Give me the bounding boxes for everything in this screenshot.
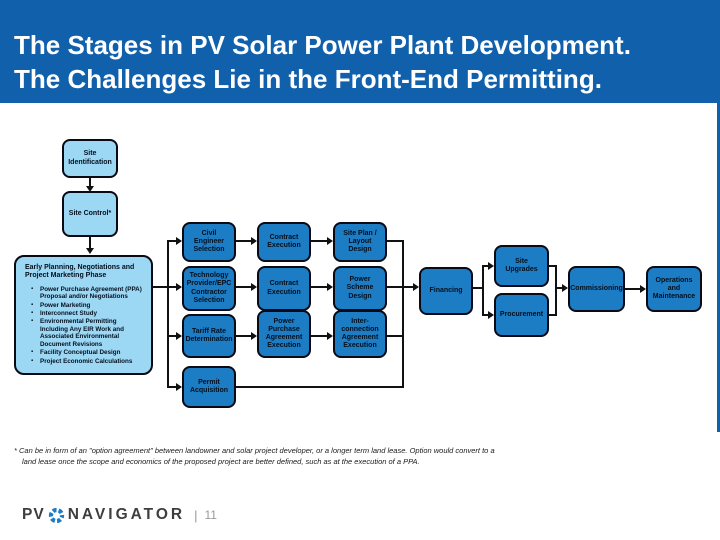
connector-line [625,288,641,290]
bullet-item: Interconnect Study [31,310,146,318]
connector-line [387,335,404,337]
connector-line [311,286,328,288]
page-number: 11 [204,508,217,522]
bullet-item: Facility Conceptual Design [31,349,146,357]
connector-line [549,265,557,267]
flow-box-operations-maintenance: Operations and Maintenance [646,266,702,312]
flow-box-interconnection-agreement: Inter-connection Agreement Execution [333,310,387,358]
slide-header: The Stages in PV Solar Power Plant Devel… [0,0,720,103]
arrow-right-icon [251,283,257,291]
slide-title: The Stages in PV Solar Power Plant Devel… [14,28,714,96]
arrow-right-icon [413,283,419,291]
connector-line [482,314,489,316]
flow-box-contract-execution-1: Contract Execution [257,222,311,262]
flow-box-procurement: Procurement [494,293,549,337]
flow-box-contract-execution-2: Contract Execution [257,266,311,311]
footnote: * Can be in form of an "option agreement… [14,446,534,467]
flow-box-power-scheme-design: Power Scheme Design [333,266,387,311]
connector-line [311,240,328,242]
arrow-right-icon [488,262,494,270]
right-edge-accent-stripe [717,0,720,432]
flow-box-commissioning: Commissioning [568,266,625,312]
connector-line [555,287,563,289]
flow-box-tariff-rate-determination: Tariff Rate Determination [182,314,236,358]
connector-line [236,335,252,337]
pinwheel-sun-icon [48,507,65,524]
arrow-right-icon [488,311,494,319]
connector-line [168,240,178,242]
flow-box-financing: Financing [419,267,473,315]
bullet-item: Power Purchase Agreement (PPA) Proposal … [31,286,146,301]
flow-box-permit-acquisition: Permit Acquisition [182,366,236,408]
connector-line [482,265,484,316]
arrow-right-icon [251,332,257,340]
flow-box-ppa-execution: Power Purchase Agreement Execution [257,310,311,358]
footnote-line1: * Can be in form of an "option agreement… [14,446,495,455]
logo-pv-text: PV [22,506,45,523]
connector-line [402,240,404,388]
flow-box-site-identification: Site Identification [62,139,118,178]
slide-title-line1: The Stages in PV Solar Power Plant Devel… [14,30,631,60]
arrow-right-icon [176,332,182,340]
connector-line [89,236,91,249]
connector-line [89,177,91,187]
connector-line [236,240,252,242]
flow-box-site-control: Site Control* [62,191,118,237]
page-number-separator: | [194,507,198,523]
connector-line [311,335,328,337]
connector-line [168,335,178,337]
arrow-down-icon [86,186,94,192]
connector-line [473,287,484,289]
arrow-right-icon [327,332,333,340]
connector-line [555,265,557,316]
connector-line [152,286,168,288]
flow-box-early-planning: Early Planning, Negotiations and Project… [14,255,153,375]
early-planning-bullet-list: Power Purchase Agreement (PPA) Proposal … [25,286,146,365]
arrow-right-icon [176,237,182,245]
slide-title-line2: The Challenges Lie in the Front-End Perm… [14,64,602,94]
footnote-line2: land lease once the scope and economics … [22,456,420,466]
connector-line [168,386,178,388]
bullet-item: Project Economic Calculations [31,358,146,366]
connector-line [387,286,414,288]
arrow-right-icon [176,383,182,391]
arrow-right-icon [562,284,568,292]
arrow-down-icon [86,248,94,254]
arrow-right-icon [327,237,333,245]
connector-line [167,240,169,388]
flow-box-site-plan-layout-design: Site Plan / Layout Design [333,222,387,262]
arrow-right-icon [251,237,257,245]
early-planning-heading: Early Planning, Negotiations and Project… [25,264,135,280]
flow-box-civil-engineer-selection: Civil Engineer Selection [182,222,236,262]
arrow-right-icon [640,285,646,293]
flow-box-site-upgrades: Site Upgrades [494,245,549,287]
bullet-item: Environmental Permitting Including Any E… [31,318,146,348]
connector-line [236,286,252,288]
flow-box-technology-provider-selection: Technology Provider/EPC Contractor Selec… [182,266,236,311]
arrow-right-icon [176,283,182,291]
connector-line [387,240,404,242]
connector-line [482,265,489,267]
connector-line [236,386,404,388]
connector-line [168,286,178,288]
bullet-item: Power Marketing [31,302,146,310]
footer-logo: PV NAVIGATOR | 11 [22,506,217,524]
connector-line [549,314,557,316]
logo-navigator-text: NAVIGATOR [67,506,186,523]
arrow-right-icon [327,283,333,291]
